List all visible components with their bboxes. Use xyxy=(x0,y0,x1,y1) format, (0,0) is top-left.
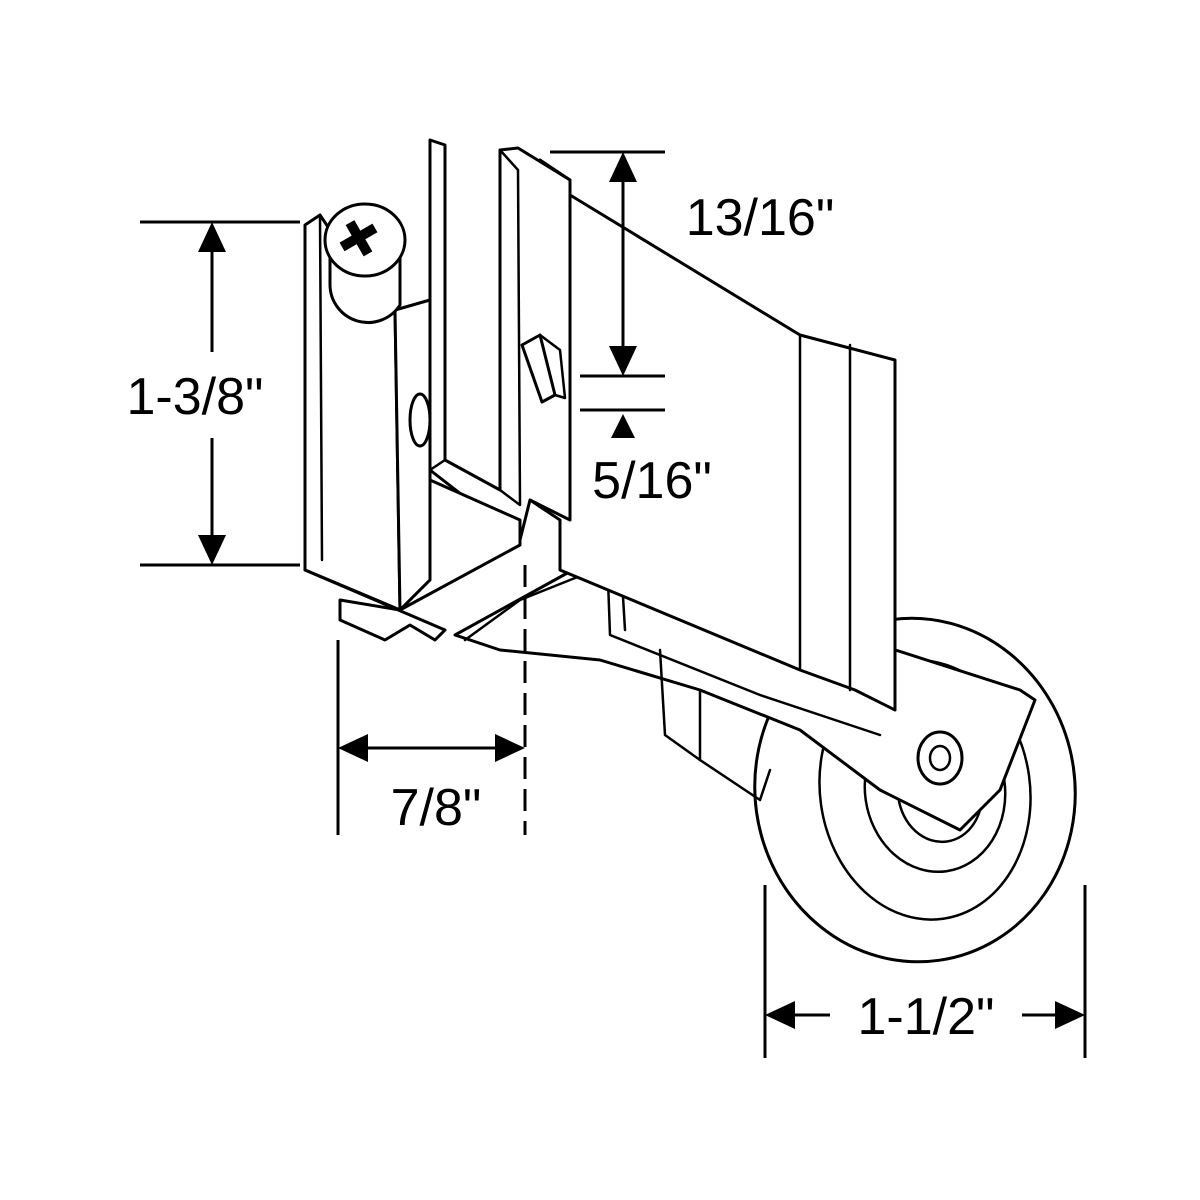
arrow-right xyxy=(1055,1001,1085,1029)
dimension-tab-height: 5/16" xyxy=(580,408,712,510)
dimension-top-offset: 13/16" xyxy=(550,150,835,378)
dimension-wheel-width: 1-1/2" xyxy=(763,885,1087,1058)
axle xyxy=(916,730,964,786)
dim-label-top-offset: 13/16" xyxy=(686,189,835,247)
dim-label-height-total: 1-3/8" xyxy=(127,368,264,426)
arrow-left xyxy=(338,734,368,762)
dimension-body-depth: 7/8" xyxy=(336,565,527,837)
dim-label-body-depth: 7/8" xyxy=(391,779,482,837)
housing-body xyxy=(303,138,897,712)
arrow-up xyxy=(198,222,226,252)
arrow-up xyxy=(611,414,635,438)
dim-label-wheel-width: 1-1/2" xyxy=(858,988,995,1046)
arrow-right xyxy=(495,734,525,762)
dimension-height-total: 1-3/8" xyxy=(127,220,300,567)
phillips-cross-icon xyxy=(339,220,378,257)
arrow-up xyxy=(609,152,637,182)
screw-head xyxy=(323,202,407,324)
arrow-down xyxy=(198,535,226,565)
dim-label-tab-height: 5/16" xyxy=(592,452,712,510)
support-bracket xyxy=(453,553,1037,832)
arrow-down xyxy=(609,346,637,376)
arrow-left xyxy=(765,1001,795,1029)
